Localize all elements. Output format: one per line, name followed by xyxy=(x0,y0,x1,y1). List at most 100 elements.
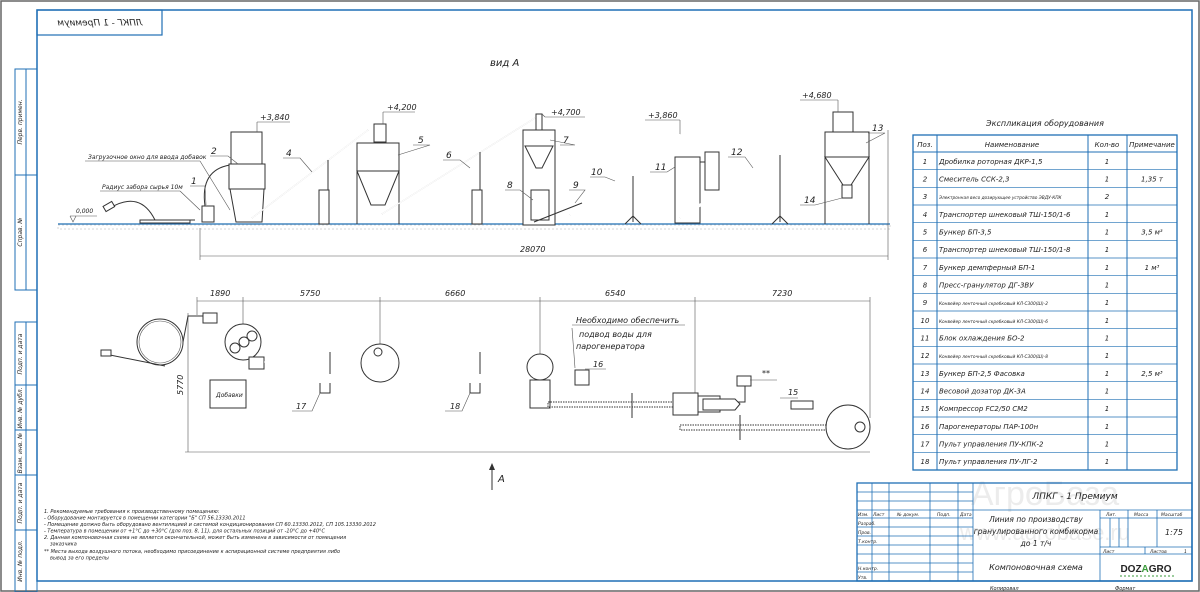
level-mark: +4,680 xyxy=(802,91,832,100)
strip-label: Подп. и дата xyxy=(17,333,24,374)
intake-radius-callout: Радиус забора сырья 10м xyxy=(102,184,183,191)
position-label: 5 xyxy=(418,136,424,146)
plan-dim: 7230 xyxy=(772,289,792,298)
tb-sheets-label: Листов xyxy=(1149,549,1167,555)
position-label: 13 xyxy=(872,124,884,134)
tb-name-line: гранулированного комбикорма xyxy=(974,527,1099,536)
inner-frame xyxy=(36,9,1193,582)
tb-designation: ЛПКГ - 1 Премиум xyxy=(1031,492,1117,502)
table-cell-name: Блок охлаждения БО-2 xyxy=(939,335,1025,343)
strip-label: Инв. № подл. xyxy=(17,540,24,581)
additives-block xyxy=(209,379,247,409)
strip-label: Подп. и дата xyxy=(17,482,24,523)
note-line: 1. Рекомендуемые требования к производст… xyxy=(44,509,220,515)
level-mark: +4,200 xyxy=(387,103,417,112)
note-line: - Помещение должно быть оборудовано вент… xyxy=(44,522,376,528)
table-cell-pos: 8 xyxy=(923,282,928,290)
table-cell-qty: 1 xyxy=(1105,211,1109,219)
table-cell-pos: 7 xyxy=(923,264,928,272)
table-cell-qty: 2 xyxy=(1105,193,1110,201)
table-cell-name: Электронная весо дозирующее устройство Э… xyxy=(938,195,1063,201)
dozagro-logo: DOZAGRO xyxy=(1120,564,1175,577)
plan-width-dim: 5770 xyxy=(176,375,185,395)
table-cell-name: Конвейер ленточный скребковый КЛ-С300(Ш)… xyxy=(939,354,1048,360)
tb-lit-label: Лит. xyxy=(1105,512,1116,518)
tb-sheets-value: 1 xyxy=(1184,549,1187,555)
tb-col-header: № докум. xyxy=(896,512,919,518)
note-line: - Оборудование монтируется в помещении к… xyxy=(44,516,246,522)
tb-role: Пров. xyxy=(858,530,871,536)
plan-dim: 1890 xyxy=(210,289,230,298)
table-cell-name: Парогенераторы ПАР-100н xyxy=(939,423,1039,431)
table-cell-qty: 1 xyxy=(1105,317,1109,325)
position-label: 9 xyxy=(573,181,579,191)
plan-dim: 6540 xyxy=(605,289,625,298)
double-star-callout: ** xyxy=(762,369,770,378)
total-length-dim: 28070 xyxy=(520,245,545,254)
position-label: 4 xyxy=(286,149,292,159)
table-cell-pos: 2 xyxy=(923,176,928,184)
table-cell-qty: 1 xyxy=(1105,335,1109,343)
strip-label: Инв. № дубл. xyxy=(17,387,24,428)
position-label: 10 xyxy=(591,168,603,178)
table-header: Примечание xyxy=(1129,141,1175,149)
table-cell-pos: 9 xyxy=(923,299,928,307)
position-label: 16 xyxy=(593,360,603,369)
table-cell-qty: 1 xyxy=(1105,441,1109,449)
mirrored-title: ЛПКГ - 1 Премиум xyxy=(57,19,143,29)
strip-label: Перв. примен. xyxy=(17,99,24,144)
table-cell-qty: 1 xyxy=(1105,370,1109,378)
position-label: 12 xyxy=(731,148,743,158)
table-cell-name: Бункер демпферный БП-1 xyxy=(939,264,1035,272)
plan-view: 1890 5750 6660 6540 7230 5770 Добавки xyxy=(100,289,871,490)
side-strip: Перв. примен. Справ. № Подп. и дата Инв.… xyxy=(14,68,38,592)
table-cell-qty: 1 xyxy=(1105,388,1109,396)
additives-label: Добавки xyxy=(215,392,243,399)
table-row: 3 Электронная весо дозирующее устройство … xyxy=(923,193,1110,201)
water-note-line: парогенератора xyxy=(576,342,645,351)
tb-sheet-title: Компоновочная схема xyxy=(989,563,1083,572)
table-cell-name: Бункер БП-2,5 Фасовка xyxy=(939,370,1025,378)
table-cell-qty: 1 xyxy=(1105,423,1109,431)
table-cell-name: Транспортер шнековый ТШ-150/1-6 xyxy=(939,211,1071,219)
mirrored-title-box: ЛПКГ - 1 Премиум xyxy=(36,9,163,36)
table-cell-note: 1,35 т xyxy=(1141,176,1164,184)
table-cell-pos: 10 xyxy=(921,317,930,325)
table-cell-pos: 5 xyxy=(923,229,928,237)
table-cell-pos: 1 xyxy=(923,158,927,166)
note-line: 2. Данная компоновочная схема не являетс… xyxy=(44,535,346,541)
tb-col-header: Лист xyxy=(872,512,885,518)
position-label: 7 xyxy=(563,136,569,146)
tb-format-label: Формат xyxy=(1115,586,1136,592)
section-arrow-label: А xyxy=(497,474,505,485)
position-label: 11 xyxy=(655,163,666,173)
table-cell-pos: 17 xyxy=(921,441,930,449)
note-line: - Температура в помещении от +1°С до +30… xyxy=(44,529,326,535)
level-mark: +4,700 xyxy=(551,108,581,117)
elevation-view: вид А 0,000 28070 xyxy=(57,58,891,260)
position-label: 17 xyxy=(296,402,307,411)
tb-col-header: Изм. xyxy=(858,512,869,518)
table-cell-qty: 1 xyxy=(1105,246,1109,254)
tb-col-header: Дата xyxy=(959,512,972,518)
tb-mass-label: Масса xyxy=(1134,512,1149,518)
table-cell-pos: 6 xyxy=(923,246,928,254)
table-cell-qty: 1 xyxy=(1105,458,1109,466)
strip-label: Взам. инв. № xyxy=(17,433,24,474)
explication-table: Экспликация оборудования Поз. Наименован… xyxy=(912,119,1178,471)
table-cell-pos: 3 xyxy=(923,193,927,201)
table-header: Наименование xyxy=(985,141,1039,149)
note-line: ** Места выхода воздушного потока, необх… xyxy=(44,549,340,555)
table-cell-note: 2,5 м³ xyxy=(1141,370,1163,378)
table-header: Поз. xyxy=(917,141,933,149)
